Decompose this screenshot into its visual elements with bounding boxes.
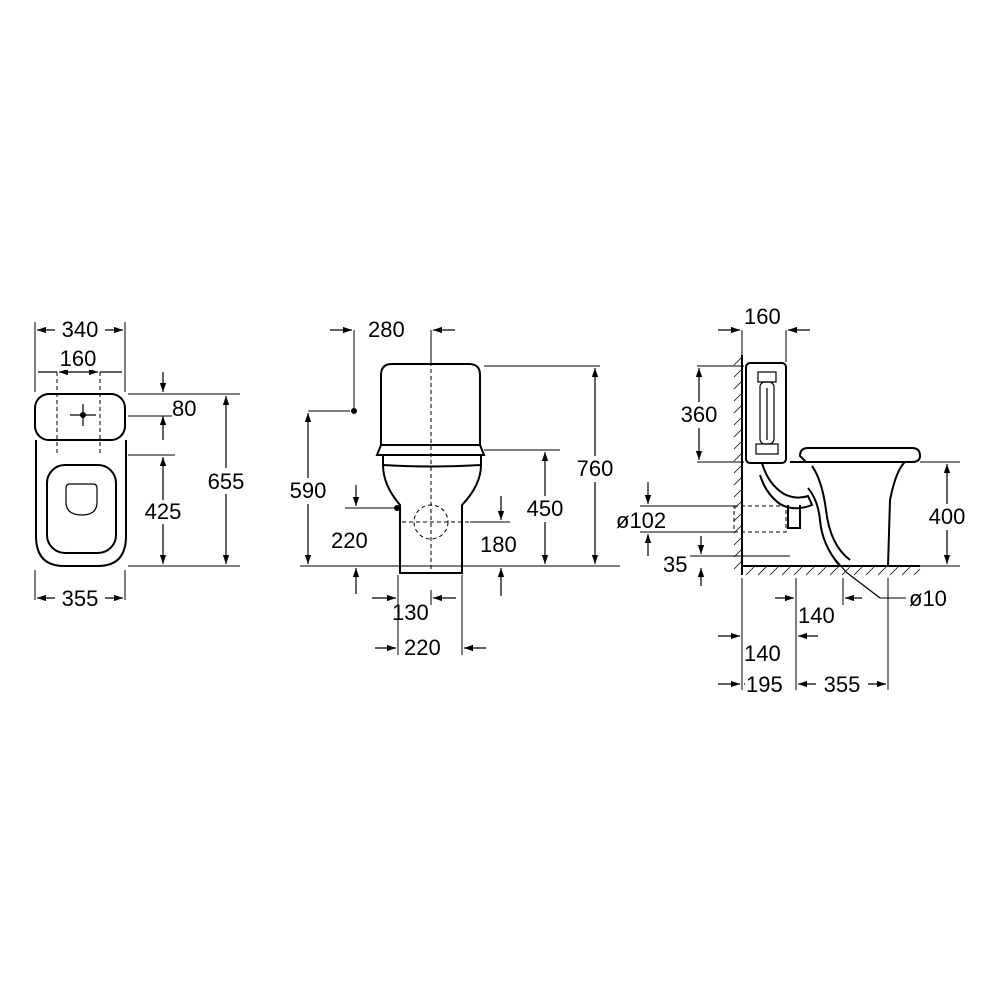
dim-590-label: 590 [290, 478, 327, 503]
side-cistern-outline [745, 362, 787, 464]
dim-655-label: 655 [208, 469, 245, 494]
top-fixing-cross-icon [70, 404, 96, 426]
dim-140-upper-label: 140 [798, 603, 835, 628]
front-rim [382, 454, 482, 468]
side-view: 160 360 400 ø102 35 140 ø10 140 195 [616, 304, 976, 697]
side-bowl-outline [790, 461, 908, 567]
dim-35-label: 35 [663, 552, 687, 577]
top-lid-outline [65, 483, 98, 516]
dim-355-label: 355 [62, 586, 99, 611]
dim-160-label: 160 [60, 346, 97, 371]
dim-220-base-label: 220 [404, 635, 441, 660]
top-bowl-outline [35, 440, 127, 567]
dim-760-label: 760 [577, 456, 614, 481]
front-cistern-base [375, 444, 486, 456]
side-bowl-inner [811, 465, 851, 561]
front-cistern-outline [380, 363, 481, 446]
dim-180-label: 180 [480, 532, 517, 557]
side-floor-hatch [745, 565, 921, 576]
dim-400-label: 400 [929, 504, 966, 529]
front-view: 280 590 760 450 220 180 130 220 [280, 317, 623, 660]
front-inlet-point [351, 408, 357, 414]
dim-o102-label: ø102 [616, 508, 666, 533]
dim-80-label: 80 [172, 396, 196, 421]
side-outlet [787, 505, 801, 529]
side-trap [759, 462, 814, 510]
dim-side-355-label: 355 [824, 672, 861, 697]
dim-360-label: 360 [681, 402, 718, 427]
dim-195-label: 195 [746, 672, 783, 697]
dim-280-label: 280 [368, 317, 405, 342]
side-flush-valve-icon [755, 371, 779, 455]
top-view: 340 160 80 425 655 355 [34, 317, 252, 611]
top-seat-inner [46, 464, 117, 554]
side-wall-hatch [733, 356, 743, 570]
side-outlet-dashed [733, 505, 787, 533]
front-pedestal [382, 464, 482, 574]
dim-450-label: 450 [527, 496, 564, 521]
dim-220-side-label: 220 [331, 528, 368, 553]
dim-130-label: 130 [392, 600, 429, 625]
dim-side-160-label: 160 [744, 304, 781, 329]
top-tank-outline [34, 393, 126, 441]
dim-340-label: 340 [62, 317, 99, 342]
dim-140-lower-label: 140 [744, 641, 781, 666]
dim-o10-label: ø10 [909, 586, 947, 611]
side-seat [798, 447, 922, 463]
dim-425-label: 425 [145, 499, 182, 524]
